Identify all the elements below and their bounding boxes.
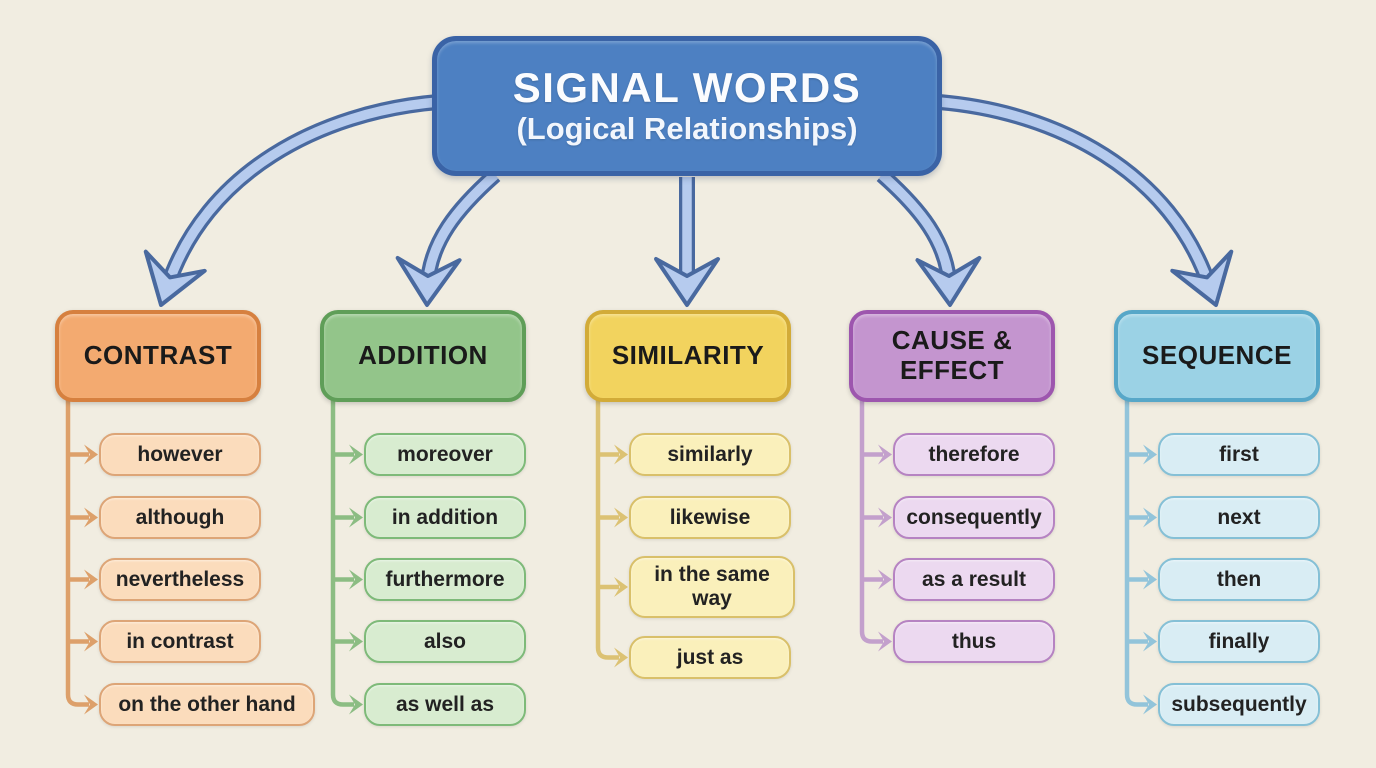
category-header-sequence: SEQUENCE [1114,310,1320,402]
signal-word-in-addition: in addition [364,496,526,539]
signal-word-also: also [364,620,526,663]
branch-arrowhead-icon [349,444,363,465]
arrow-to-contrast [143,94,439,307]
branch-arrowhead-icon [614,507,628,528]
signal-word-label: as a result [922,567,1026,591]
signal-word-label: nevertheless [115,567,245,591]
signal-word-nevertheless: nevertheless [99,558,261,601]
signal-word-label: however [137,442,223,466]
arrow-to-cause-effect [876,169,982,307]
connector-cause-effect [859,400,883,644]
signal-word-however: however [99,433,261,476]
category-header-similarity: SIMILARITY [585,310,791,402]
title-sub: (Logical Relationships) [516,111,858,147]
signal-word-finally: finally [1158,620,1320,663]
branch-arrowhead-icon [878,444,892,465]
branch-arrowhead-icon [1143,507,1157,528]
category-header-contrast: CONTRAST [55,310,261,402]
category-header-cause-effect: CAUSE & EFFECT [849,310,1055,402]
signal-word-next: next [1158,496,1320,539]
signal-word-label: in addition [391,505,499,529]
branch-arrowhead-icon [878,507,892,528]
signal-word-label: first [1219,442,1259,466]
category-header-addition: ADDITION [320,310,526,402]
connector-similarity [595,400,619,660]
signal-word-label: next [1217,505,1261,529]
signal-word-label: in contrast [126,629,234,653]
branch-arrowhead-icon [349,694,363,715]
arrow-to-addition [395,169,501,307]
signal-word-moreover: moreover [364,433,526,476]
signal-word-in-the-same-way: in the same way [629,556,795,618]
branch-arrowhead-icon [878,569,892,590]
category-label: ADDITION [358,340,488,371]
signal-word-label: also [423,629,467,653]
signal-word-label: thus [951,629,997,653]
signal-word-label: as well as [395,692,495,716]
signal-word-similarly: similarly [629,433,791,476]
signal-word-label: although [135,505,225,529]
arrow-to-similarity [654,177,720,307]
branch-arrowhead-icon [1143,694,1157,715]
signal-word-label: finally [1208,629,1270,653]
signal-word-label: furthermore [385,567,505,591]
category-label: SEQUENCE [1142,340,1292,371]
branch-arrowhead-icon [1143,631,1157,652]
category-label: CONTRAST [83,340,233,371]
branch-arrowhead-icon [614,577,628,597]
signal-word-then: then [1158,558,1320,601]
branch-arrowhead-icon [84,631,98,652]
signal-word-label: on the other hand [118,692,296,716]
signal-word-label: just as [676,645,744,669]
signal-word-label: likewise [669,505,751,529]
signal-word-label: consequently [906,505,1042,529]
branch-arrowhead-icon [878,631,892,652]
connector-contrast [65,400,89,707]
signal-word-although: although [99,496,261,539]
branch-arrowhead-icon [84,569,98,590]
signal-word-consequently: consequently [893,496,1055,539]
signal-word-as-well-as: as well as [364,683,526,726]
branch-arrowhead-icon [614,444,628,465]
title-main: SIGNAL WORDS [512,64,862,112]
title-box: SIGNAL WORDS (Logical Relationships) [432,36,942,176]
signal-word-label: similarly [667,442,753,466]
connector-addition [330,400,354,707]
branch-arrowhead-icon [1143,444,1157,465]
signal-word-first: first [1158,433,1320,476]
signal-word-just-as: just as [629,636,791,679]
signal-word-label: subsequently [1171,692,1307,716]
signal-word-label: in the same way [654,563,770,610]
branch-arrowhead-icon [84,694,98,715]
signal-word-likewise: likewise [629,496,791,539]
branch-arrowhead-icon [84,444,98,465]
signal-word-on-the-other-hand: on the other hand [99,683,315,726]
signal-word-label: moreover [397,442,493,466]
signal-word-therefore: therefore [893,433,1055,476]
branch-arrowhead-icon [349,631,363,652]
branch-arrowhead-icon [349,569,363,590]
signal-word-label: then [1216,567,1262,591]
branch-arrowhead-icon [1143,569,1157,590]
signal-word-as-a-result: as a result [893,558,1055,601]
signal-word-label: therefore [928,442,1020,466]
category-label: SIMILARITY [611,340,765,371]
signal-word-subsequently: subsequently [1158,683,1320,726]
branch-arrowhead-icon [84,507,98,528]
branch-arrowhead-icon [614,647,628,668]
branch-arrowhead-icon [349,507,363,528]
arrow-to-sequence [938,94,1234,307]
category-label: CAUSE & EFFECT [891,325,1013,385]
signal-word-thus: thus [893,620,1055,663]
signal-word-furthermore: furthermore [364,558,526,601]
connector-sequence [1124,400,1148,707]
signal-word-in-contrast: in contrast [99,620,261,663]
